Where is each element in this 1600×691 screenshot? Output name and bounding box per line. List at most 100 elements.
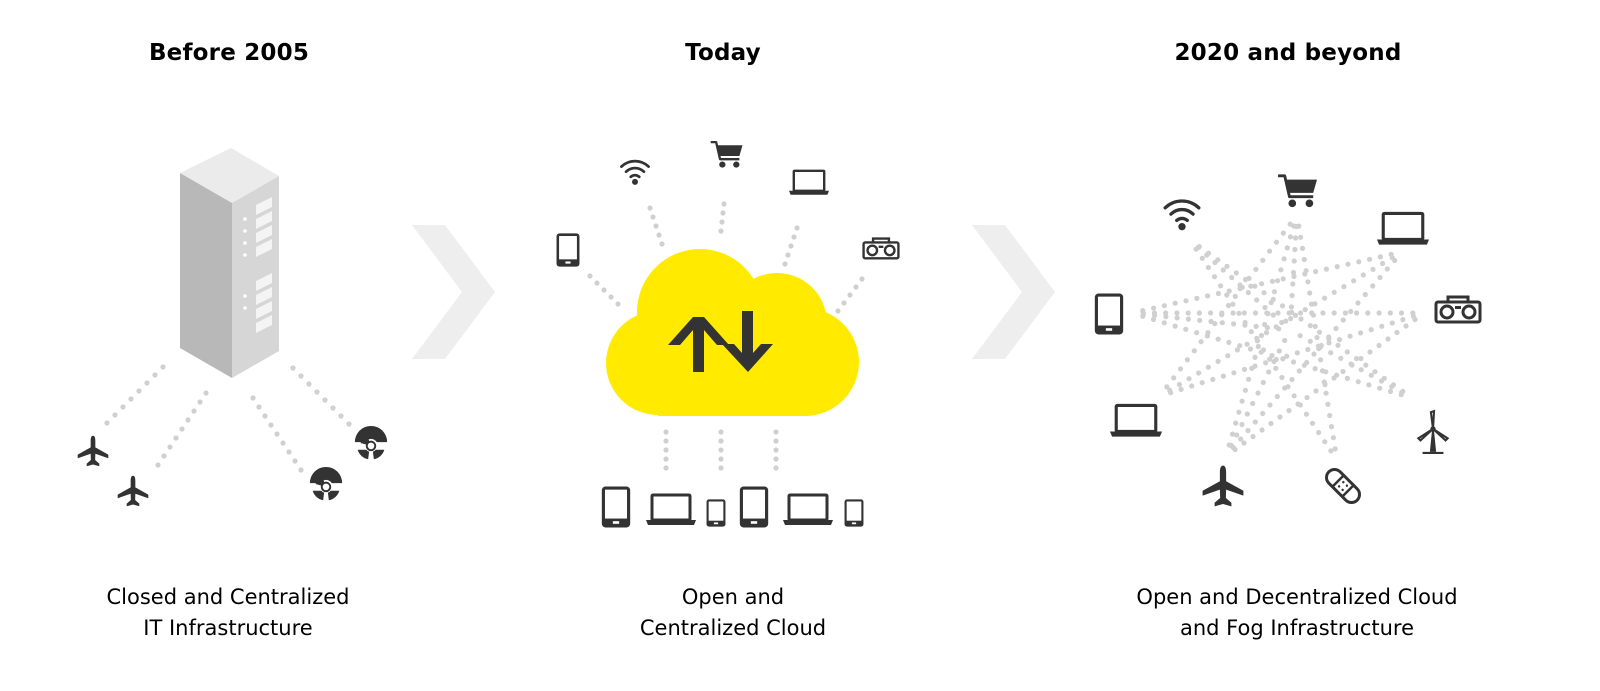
mesh-dot — [1163, 314, 1169, 320]
stage-today — [556, 140, 900, 528]
mesh-dot — [1215, 290, 1221, 297]
mesh-dot — [1380, 260, 1386, 267]
mesh-dot — [1312, 323, 1318, 329]
boombox-icon — [862, 237, 900, 260]
mesh-dot — [1183, 326, 1189, 332]
mesh-dot — [1161, 303, 1167, 309]
mesh-dot — [1332, 446, 1338, 452]
mesh-dot — [1177, 366, 1184, 372]
mesh-dot — [1295, 401, 1301, 407]
airplane-icon — [117, 475, 149, 507]
mesh-dot — [1385, 336, 1391, 342]
mesh-dot — [1279, 319, 1285, 326]
mesh-dot — [1314, 334, 1320, 341]
mesh-dot — [1196, 244, 1202, 250]
mesh-dot — [1358, 355, 1364, 362]
mesh-dot — [1185, 316, 1191, 322]
caption-line: Open and Decentralized Cloud — [1136, 585, 1458, 609]
mesh-dot — [1238, 436, 1244, 442]
mesh-dot — [1403, 323, 1409, 329]
mesh-dot — [1244, 341, 1250, 347]
mesh-dot — [1253, 323, 1259, 329]
mesh-dot — [1273, 239, 1280, 245]
phone-icon — [1094, 293, 1124, 335]
mesh-dot — [1261, 290, 1267, 296]
upload-download-arrows-icon — [668, 311, 773, 372]
mesh-dot — [1342, 310, 1348, 316]
mesh-dot — [1377, 385, 1383, 391]
mesh-dot — [1376, 310, 1382, 316]
mesh-dot — [1348, 361, 1354, 367]
mesh-dot — [1247, 346, 1254, 352]
mesh-dot — [1219, 320, 1225, 326]
mesh-dot — [1367, 349, 1373, 355]
stage-caption-today: Open and Centralized Cloud — [493, 582, 973, 644]
mesh-dot — [1275, 310, 1281, 316]
mesh-dot — [1294, 350, 1300, 356]
mesh-dot — [1245, 427, 1251, 434]
mesh-dot — [1194, 330, 1200, 336]
mesh-dot — [1330, 435, 1336, 441]
mesh-dot — [1224, 263, 1230, 269]
mesh-dot — [1277, 414, 1283, 420]
mesh-dot — [1340, 368, 1346, 375]
mesh-dot — [1239, 421, 1245, 428]
mesh-dot — [1189, 383, 1195, 389]
mesh-dot — [1268, 420, 1274, 427]
caption-line: Open and — [681, 585, 785, 609]
mesh-dot — [1276, 326, 1282, 332]
mesh-dot — [1288, 304, 1294, 310]
mesh-dot — [1347, 333, 1353, 339]
mesh-dot — [1312, 301, 1318, 307]
mesh-dot — [1387, 310, 1393, 316]
mesh-dot — [1168, 390, 1174, 396]
caption-line: Centralized Cloud — [639, 616, 827, 640]
mesh-dot — [1358, 367, 1364, 373]
mesh-dot — [1282, 385, 1288, 391]
mesh-dot — [1204, 333, 1210, 339]
mesh-dot — [1345, 261, 1351, 267]
mesh-dot — [1267, 402, 1273, 408]
mesh-dot — [1290, 281, 1296, 287]
mesh-dot — [1267, 356, 1273, 362]
mesh-dot — [1211, 274, 1218, 280]
mesh-dot — [1331, 310, 1337, 316]
mesh-dot — [1296, 368, 1302, 374]
mesh-dot — [1302, 307, 1308, 313]
mesh-dot — [1241, 366, 1248, 372]
mesh-dot — [1309, 420, 1316, 426]
chevron-right-icon — [412, 225, 495, 359]
mesh-dot — [1262, 304, 1268, 311]
mesh-dot — [1338, 355, 1344, 361]
mesh-dot — [1344, 349, 1350, 355]
mesh-dot — [1293, 223, 1299, 230]
mesh-dot — [1246, 275, 1252, 281]
mesh-dot — [1316, 329, 1323, 335]
mesh-dot — [1344, 375, 1350, 381]
mesh-dot — [1250, 400, 1256, 407]
mesh-dot — [1320, 310, 1326, 316]
mesh-dot — [1384, 266, 1390, 272]
mesh-dot — [1140, 311, 1146, 317]
mesh-dot — [1185, 310, 1191, 316]
mesh-dot — [1198, 339, 1204, 345]
mesh-dot — [1239, 398, 1245, 404]
mesh-dot — [1174, 315, 1180, 321]
mesh-dot — [1299, 245, 1306, 251]
dotted-connector — [290, 365, 352, 427]
mesh-dot — [1322, 295, 1328, 301]
mesh-dot — [1292, 312, 1299, 318]
mesh-dot — [1317, 344, 1324, 350]
mesh-dot — [1245, 289, 1251, 296]
mesh-dot — [1368, 372, 1374, 378]
radiation-icon — [308, 466, 344, 502]
mesh-dot — [1389, 384, 1395, 390]
mesh-dot — [1184, 357, 1190, 363]
mesh-dot — [1278, 267, 1284, 273]
mesh-dot — [1341, 284, 1347, 290]
mesh-dot — [1323, 390, 1329, 396]
mesh-dot — [1377, 254, 1383, 260]
mesh-dot — [1218, 283, 1224, 289]
mesh-dot — [1362, 291, 1368, 298]
